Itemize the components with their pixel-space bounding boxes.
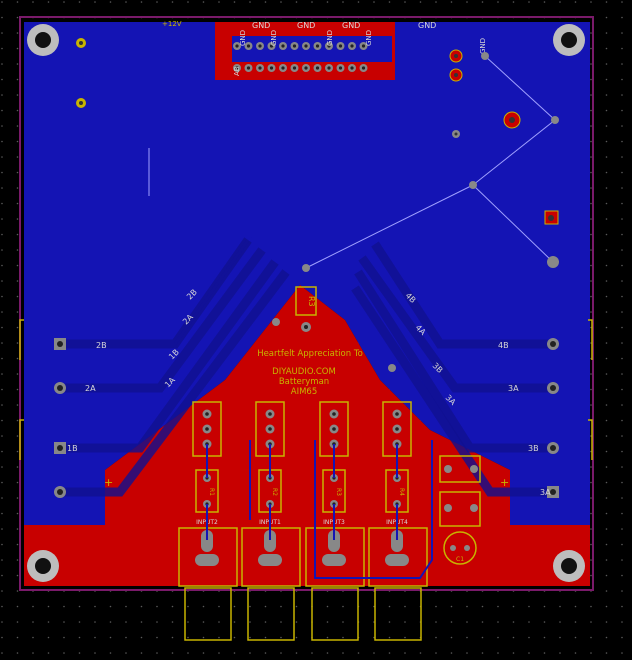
right-pad-label-2: 3A [508,384,519,393]
header-mid-pin-label: AB [233,66,241,76]
dedication-line-3: Batteryman [279,377,329,387]
jack-body [184,587,232,641]
left-channel-traces [60,236,290,497]
header-gnd-label-3: GND [342,21,360,30]
part-label: R4 [398,488,405,496]
header-pin-label-3: GND [326,30,334,46]
cap-label: C1 [456,556,464,563]
left-edge-pads [54,338,66,498]
right-pad-label-3: 3B [528,444,539,453]
dedication-line-2: DIYAUDIO.COM [272,367,336,377]
vias [76,38,559,225]
header-pin-labels: GND GND GND GND AB [233,30,373,76]
right-pad-label-1: 4B [498,341,509,350]
plus-right: + [500,476,509,489]
part-label: R1 [208,488,215,496]
header-gnd-label-4: GND [418,21,436,30]
part-label: R3 [335,488,342,496]
right-capacitors [439,455,481,565]
jack-body [374,587,422,641]
part-label: R2 [271,488,278,496]
edge-marks [19,319,593,460]
ratsnest [148,55,556,269]
header-pins [233,42,368,72]
right-pad-label-4: 3A [540,488,551,497]
header-gnd-label-1: GND [252,21,270,30]
header-pin-label-1: GND [239,30,247,46]
header-small-label: +12V [162,20,182,28]
center-resistor-label: R3 [307,296,316,307]
plus-left: + [104,476,113,489]
left-pad-label-1: 2B [96,341,107,350]
left-pad-label-3: 1B [67,444,78,453]
mounting-holes [27,24,585,582]
header-pin-label-2: GND [270,30,278,46]
board-outline [19,16,594,591]
header-pin-label-4: GND [365,30,373,46]
dedication-line-4: AIM65 [291,387,317,397]
right-edge-pads [547,338,559,498]
right-channel-traces [351,241,553,497]
header-gnd-label-2: GND [297,21,315,30]
jack-body [247,587,295,641]
jack-body [311,587,359,641]
dedication-line-1: Heartfelt Appreciation To [257,349,363,359]
right-gnd-label: GND [479,38,487,54]
bottom-copper-pour [24,22,590,525]
center-resistor-outline [295,286,317,316]
left-pad-label-2: 2A [85,384,96,393]
